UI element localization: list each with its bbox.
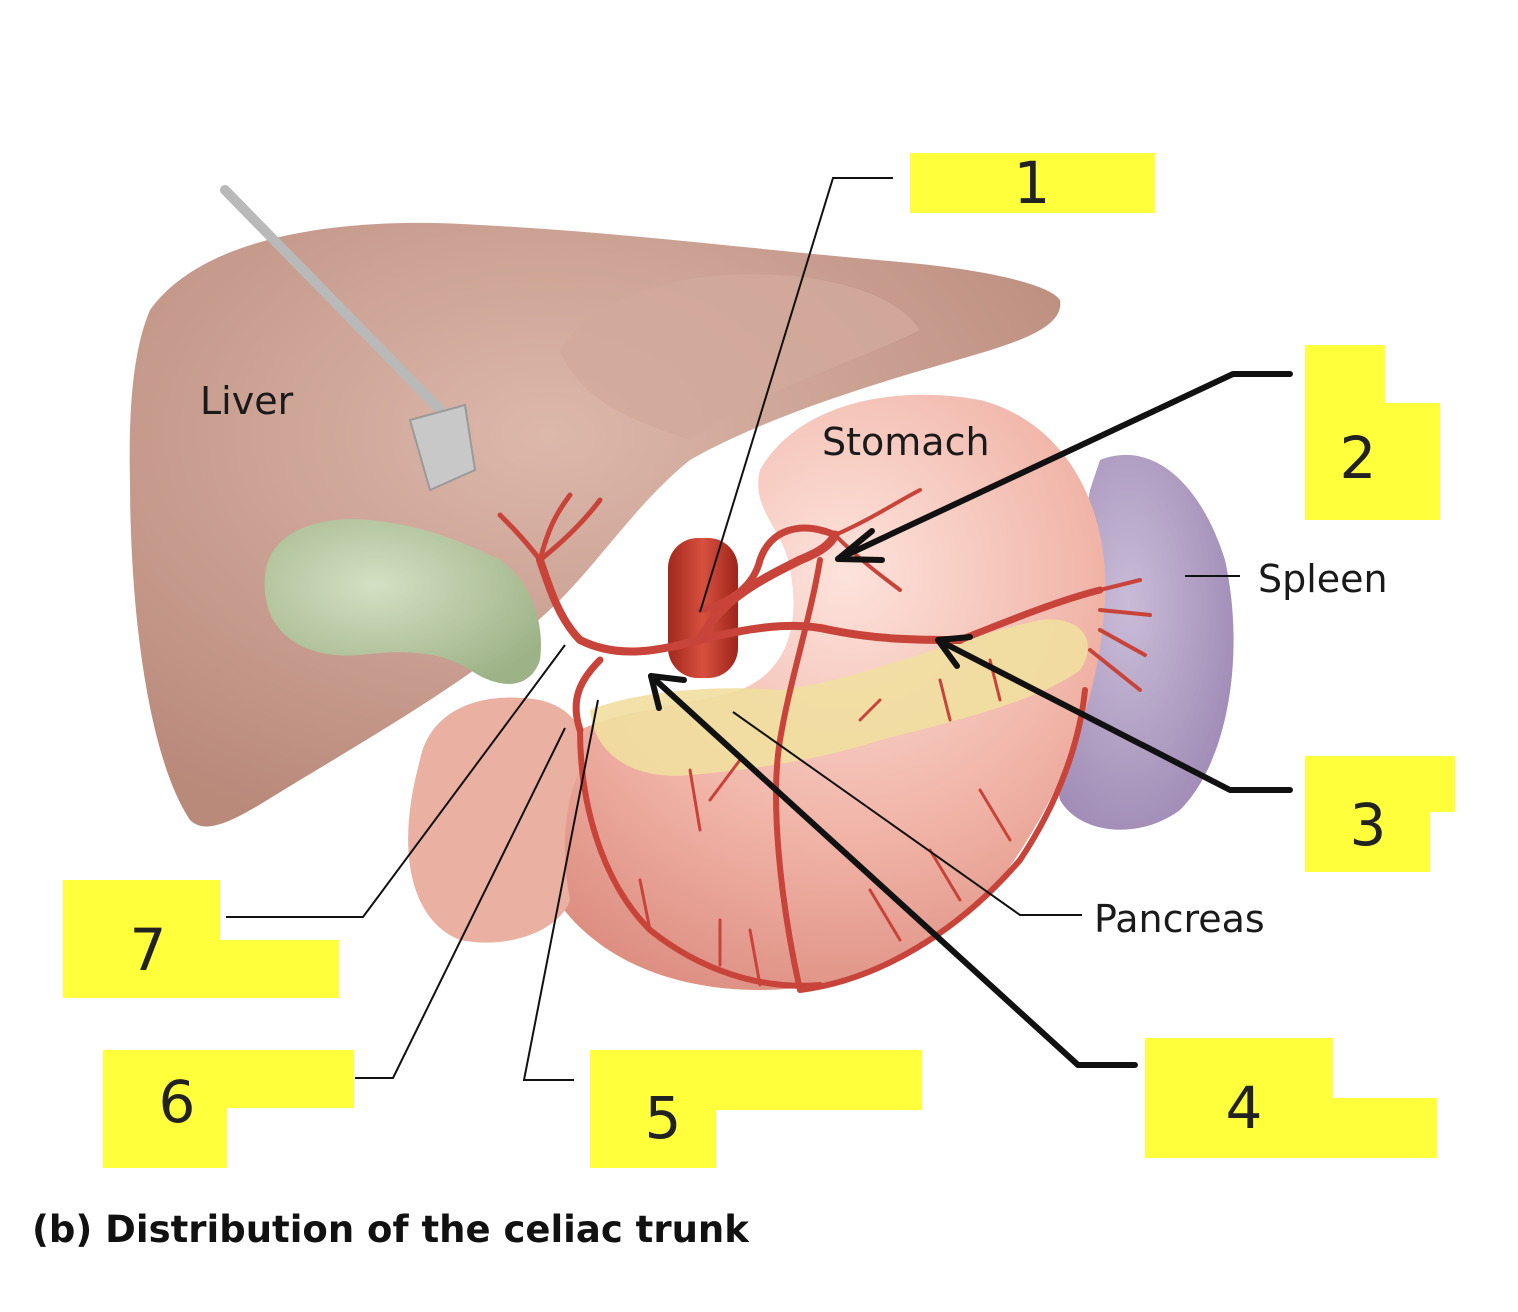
duodenum — [408, 697, 584, 943]
callout-number-2: 2 — [1340, 424, 1377, 492]
callout-number-7: 7 — [130, 916, 167, 984]
liver-lobe — [560, 274, 920, 440]
callout-numbers: 1 2 3 4 5 6 7 — [130, 149, 1387, 1152]
box-1 — [910, 153, 1155, 213]
liver — [129, 222, 1061, 827]
box-5 — [590, 1050, 922, 1168]
label-stomach: Stomach — [822, 420, 990, 464]
gallbladder — [264, 519, 541, 684]
leader-6 — [355, 727, 566, 1079]
arteries — [497, 488, 1152, 993]
leader-lines — [226, 177, 1240, 1081]
callout-number-6: 6 — [159, 1068, 196, 1136]
callout-number-4: 4 — [1226, 1074, 1263, 1142]
retractor-handle — [220, 185, 453, 423]
callout-arrows — [648, 371, 1293, 1068]
leader-7 — [226, 644, 566, 918]
box-3 — [1305, 756, 1455, 872]
leader-5 — [522, 699, 599, 1081]
arrow-2 — [835, 371, 1293, 562]
arrow-4 — [648, 673, 1138, 1068]
leader-1 — [699, 177, 893, 613]
callout-number-5: 5 — [645, 1084, 682, 1152]
highlight-boxes — [63, 153, 1455, 1168]
box-2 — [1305, 345, 1440, 520]
box-7 — [63, 880, 339, 998]
callout-number-1: 1 — [1014, 149, 1051, 217]
label-liver: Liver — [200, 379, 294, 423]
arrowhead-3 — [935, 634, 973, 669]
label-spleen: Spleen — [1258, 557, 1388, 601]
arrow-3 — [935, 637, 1293, 793]
label-pancreas: Pancreas — [1094, 897, 1265, 941]
box-4 — [1145, 1038, 1437, 1158]
callout-number-3: 3 — [1350, 791, 1387, 859]
leader-pancreas — [732, 711, 1082, 916]
figure-caption: (b) Distribution of the celiac trunk — [32, 1208, 749, 1251]
retractor-blade — [408, 403, 477, 492]
arrowhead-4 — [648, 673, 687, 711]
box-6 — [103, 1050, 354, 1168]
arrowhead-2 — [835, 528, 885, 563]
